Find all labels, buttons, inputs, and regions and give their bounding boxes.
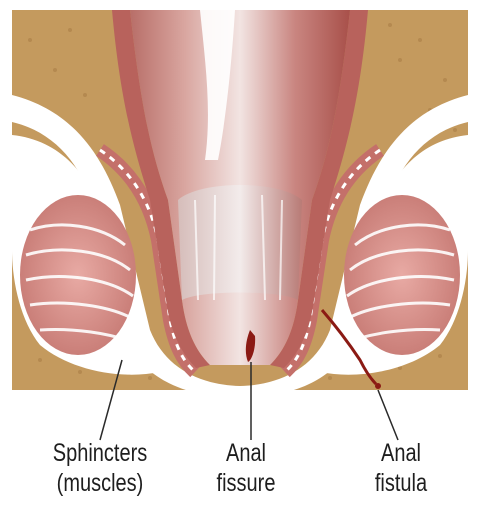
sphincters-label-line2: (muscles): [36, 468, 164, 498]
anal-fistula-label: Anal fistula: [357, 438, 445, 498]
fistula-label-line2: fistula: [357, 468, 445, 498]
anal-fissure-label: Anal fissure: [198, 438, 294, 498]
sphincters-label: Sphincters (muscles): [36, 438, 164, 498]
fissure-label-line2: fissure: [198, 468, 294, 498]
fistula-opening: [375, 383, 381, 389]
fissure-label-line1: Anal: [198, 438, 294, 468]
fistula-label-line1: Anal: [357, 438, 445, 468]
sphincters-label-line1: Sphincters: [36, 438, 164, 468]
fistula-leader-line: [378, 390, 398, 440]
